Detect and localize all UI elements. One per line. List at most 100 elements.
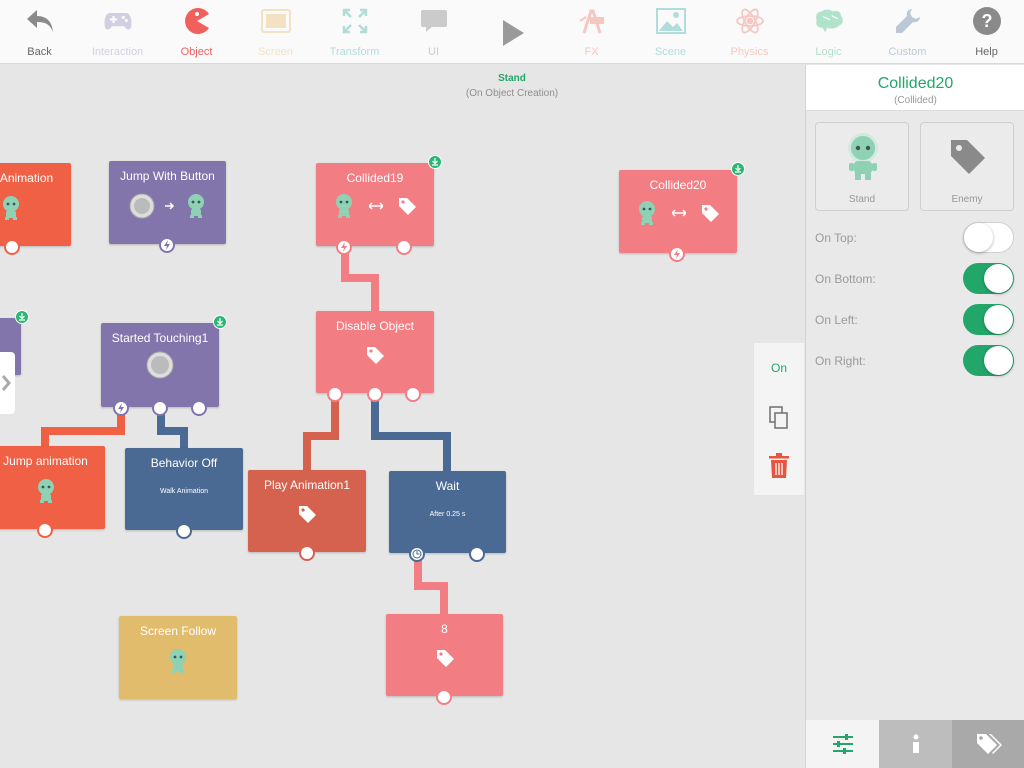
toolbar-back-label: Back	[27, 46, 52, 58]
output-port[interactable]	[436, 689, 452, 705]
tag-icon	[299, 506, 316, 523]
timer-port[interactable]	[409, 546, 425, 562]
panel-tabs	[806, 720, 1024, 768]
toolbar-transform-button[interactable]: Transform	[315, 0, 394, 64]
block-title: Collided19	[346, 171, 404, 185]
tag-icon	[367, 347, 384, 364]
toolbar-custom-label: Custom	[888, 46, 927, 58]
toolbar-back-button[interactable]: Back	[0, 0, 79, 64]
block-disable-object[interactable]: Disable Object	[316, 311, 434, 402]
tag-icon	[399, 198, 416, 215]
output-port[interactable]	[176, 523, 192, 539]
back-arrow-icon	[25, 6, 55, 36]
connection-wires	[41, 246, 451, 614]
toolbar-ui-button[interactable]: UI	[394, 0, 473, 64]
toolbar-fx-button[interactable]: FX	[552, 0, 631, 64]
wire-disable-play	[303, 392, 339, 470]
block-screen-follow[interactable]: Screen Follow	[119, 616, 237, 699]
output-port[interactable]	[152, 400, 168, 416]
output-port[interactable]	[37, 522, 53, 538]
left-drawer-handle[interactable]	[0, 352, 15, 414]
card-label: Stand	[848, 194, 876, 205]
clock-icon	[412, 549, 422, 559]
on-top-toggle[interactable]	[963, 222, 1014, 253]
output-port[interactable]	[405, 386, 421, 402]
block-title: 8	[441, 622, 448, 636]
toolbar-custom-button[interactable]: Custom	[868, 0, 947, 64]
pacman-icon	[182, 6, 212, 36]
block-behavior-off[interactable]: Behavior Off Walk Animation	[125, 448, 243, 539]
object-card-enemy[interactable]: Enemy	[920, 122, 1014, 211]
toolbar-logic-button[interactable]: Logic	[789, 0, 868, 64]
block-jump-animation[interactable]: Jump animation	[0, 446, 105, 538]
event-port[interactable]	[159, 237, 175, 253]
tag-icon	[436, 650, 454, 667]
block-jump-animation-top[interactable]: Jump Animation	[0, 163, 71, 255]
block-collided19[interactable]: Collided19	[316, 155, 442, 255]
toolbar-physics-button[interactable]: Physics	[710, 0, 789, 64]
toolbar-object-button[interactable]: Object	[157, 0, 236, 64]
option-on-top-label: On Top:	[815, 231, 857, 245]
alien-character-icon	[848, 133, 878, 180]
block-collided20[interactable]: Collided20	[619, 162, 745, 262]
copy-icon[interactable]	[769, 406, 789, 430]
output-port[interactable]	[327, 386, 343, 402]
event-port[interactable]	[669, 246, 685, 262]
output-port[interactable]	[191, 400, 207, 416]
toggle-on-button[interactable]: On	[770, 361, 787, 375]
block-play-animation[interactable]: Play Animation1	[248, 470, 366, 561]
atom-icon	[735, 6, 765, 36]
output-port[interactable]	[367, 386, 383, 402]
on-right-toggle[interactable]	[963, 345, 1014, 376]
behavior-canvas[interactable]: Stand (On Object Creation) Jump Animatio…	[0, 65, 805, 768]
tag-icon	[702, 205, 719, 222]
output-port[interactable]	[299, 545, 315, 561]
event-port[interactable]	[336, 239, 352, 255]
output-port[interactable]	[4, 239, 20, 255]
output-port[interactable]	[396, 239, 412, 255]
toolbar-interaction-label: Interaction	[91, 46, 144, 58]
event-port[interactable]	[113, 400, 129, 416]
tab-tags[interactable]	[952, 720, 1024, 768]
tab-info[interactable]	[879, 720, 952, 768]
block-wait[interactable]: Wait After 0.25 s	[389, 471, 506, 562]
toolbar-fx-label: FX	[584, 46, 599, 58]
wire-wait-eight	[414, 553, 448, 614]
button-icon	[146, 351, 174, 379]
alien-character-icon	[2, 196, 19, 220]
info-icon	[912, 734, 919, 753]
block-title: Disable Object	[335, 319, 415, 333]
play-icon	[498, 18, 528, 48]
chevron-right-icon	[1, 375, 11, 391]
lightning-icon	[164, 240, 170, 250]
alien-character-icon	[170, 649, 186, 673]
collision-arrows-icon	[672, 209, 686, 217]
wire-started-jump	[41, 407, 125, 446]
block-title: Jump animation	[3, 454, 88, 468]
output-port[interactable]	[469, 546, 485, 562]
on-left-toggle[interactable]	[963, 304, 1014, 335]
toolbar-scene-label: Scene	[654, 46, 687, 58]
download-badge-icon	[428, 155, 442, 169]
canvas-object-event: (On Object Creation)	[465, 88, 559, 99]
speech-bubble-icon	[419, 6, 449, 36]
block-title: Behavior Off	[150, 456, 218, 470]
block-actions-bar: On	[754, 343, 804, 495]
toolbar-logic-label: Logic	[815, 46, 842, 58]
toolbar-screen-label: Screen	[258, 46, 293, 58]
toolbar-play-button[interactable]	[473, 0, 552, 64]
top-toolbar: Back Interaction Object Screen Transform…	[0, 0, 1024, 64]
toolbar-physics-label: Physics	[730, 46, 769, 58]
block-eight[interactable]: 8	[386, 614, 503, 705]
block-jump-with-button[interactable]: Jump With Button	[109, 161, 226, 253]
toolbar-screen-button[interactable]: Screen	[236, 0, 315, 64]
block-title: Jump Animation	[0, 171, 54, 185]
toolbar-scene-button[interactable]: Scene	[631, 0, 710, 64]
object-card-stand[interactable]: Stand	[815, 122, 909, 211]
tab-settings[interactable]	[806, 720, 879, 768]
block-started-touching[interactable]: Started Touching1	[101, 315, 227, 416]
toolbar-interaction-button[interactable]: Interaction	[78, 0, 157, 64]
trash-icon[interactable]	[768, 453, 790, 479]
toolbar-help-button[interactable]: ? Help	[947, 0, 1024, 64]
on-bottom-toggle[interactable]	[963, 263, 1014, 294]
